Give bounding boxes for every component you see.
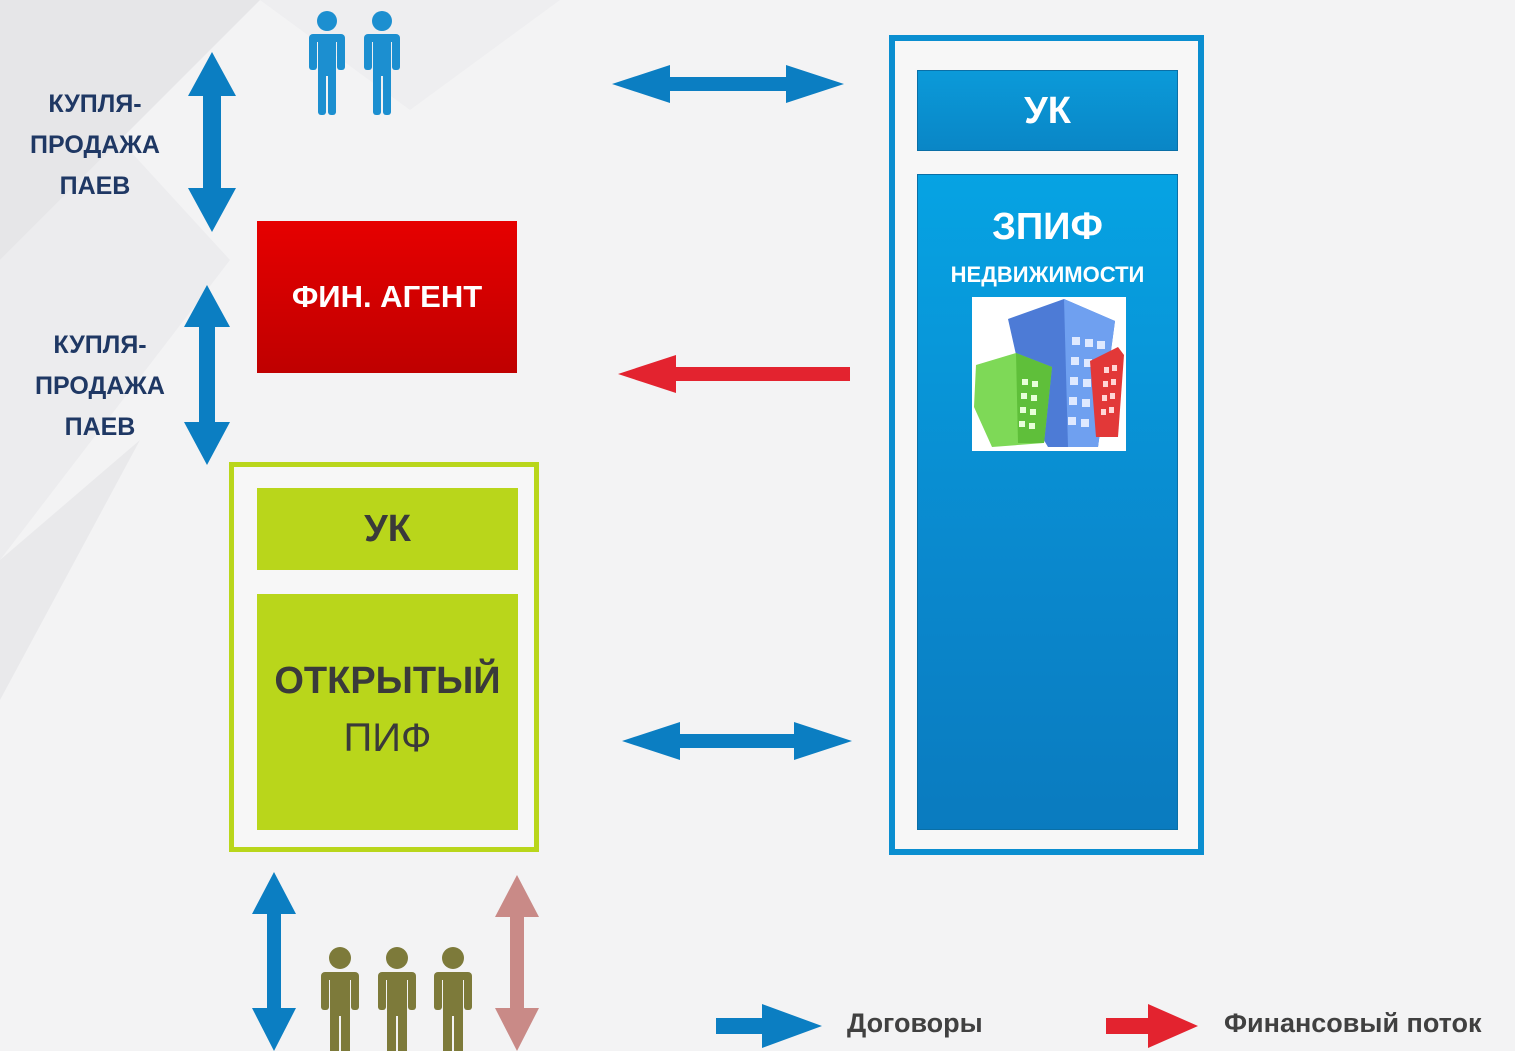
legend-contracts-label: Договоры	[847, 1008, 983, 1038]
investors-financial-arrow	[495, 875, 539, 1051]
fin-agent-label: ФИН. АГЕНТ	[291, 279, 483, 314]
legend-contract-arrow	[716, 1004, 822, 1048]
open-fund-uk-label: УК	[364, 508, 411, 550]
investors-contract-arrow	[252, 872, 296, 1051]
closed-fund-subtitle: НЕДВИЖИМОСТИ	[950, 262, 1145, 287]
contract-arrow-bottom	[622, 722, 852, 760]
open-fund-title: ОТКРЫТЫЙ	[274, 660, 501, 702]
open-fund-box: ОТКРЫТЫЙ ПИФ	[257, 594, 518, 830]
investors-bottom-icon	[321, 947, 472, 1051]
buy-sell-label-bottom: КУПЛЯ- ПРОДАЖА ПАЕВ	[35, 331, 165, 441]
buy-sell-top-arrow	[188, 52, 236, 232]
contract-arrow-top	[612, 65, 844, 103]
investors-top-icon	[309, 11, 400, 115]
closed-fund-box: ЗПИФ НЕДВИЖИМОСТИ	[917, 174, 1178, 830]
legend-financial-flow-label: Финансовый поток	[1224, 1008, 1482, 1038]
closed-fund-uk-label: УК	[1024, 90, 1071, 132]
open-fund-uk-box: УК	[257, 488, 518, 570]
buy-sell-bottom-arrow	[184, 285, 230, 465]
closed-fund-uk-box: УК	[917, 70, 1178, 151]
fin-agent-box: ФИН. АГЕНТ	[257, 221, 517, 373]
buy-sell-label-top: КУПЛЯ- ПРОДАЖА ПАЕВ	[30, 90, 160, 200]
closed-fund-title: ЗПИФ	[992, 206, 1103, 248]
buildings-icon	[972, 297, 1126, 451]
open-fund-subtitle: ПИФ	[343, 716, 432, 760]
financial-flow-arrow	[618, 355, 850, 393]
legend-financial-arrow	[1106, 1004, 1198, 1048]
